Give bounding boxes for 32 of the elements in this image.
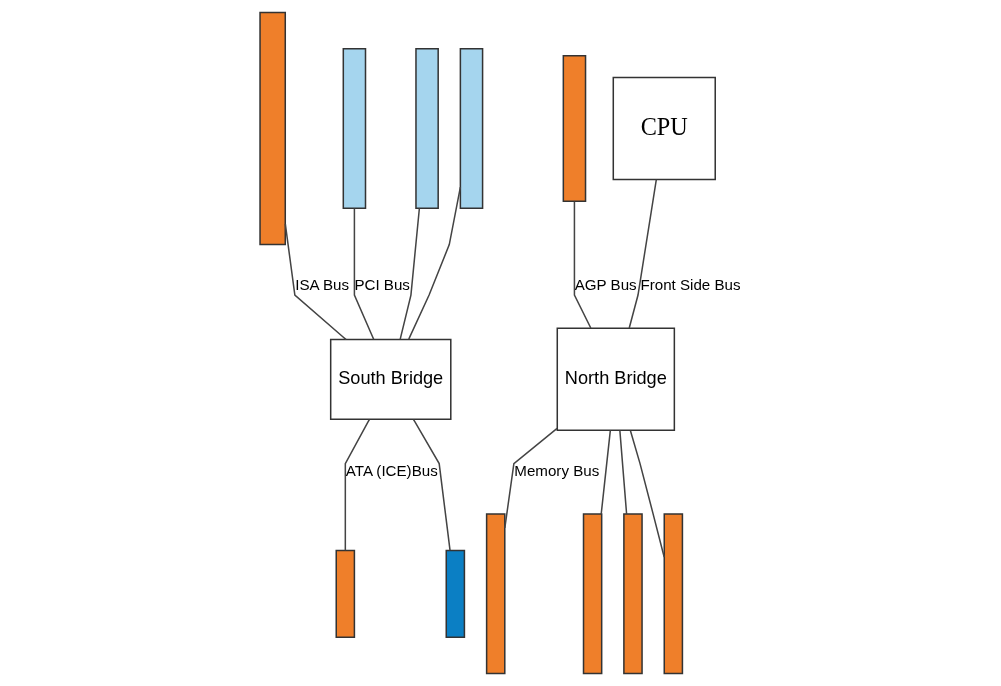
connector (600, 429, 612, 515)
edge-label: Memory Bus (514, 461, 600, 479)
edge-label: ISA Bus (295, 276, 350, 294)
connector (628, 178, 658, 329)
edge-label: PCI Bus (354, 276, 410, 294)
connector (573, 200, 592, 329)
edge-label: ATA (ICE)Bus (345, 461, 438, 479)
connector (408, 186, 462, 340)
node-bar (342, 48, 367, 209)
connector (619, 429, 628, 515)
edge-label: AGP Bus (574, 276, 637, 294)
node-bar (415, 48, 439, 209)
node-bar (623, 513, 643, 675)
node-bar (259, 11, 287, 246)
connector (504, 427, 558, 529)
node-bar (663, 513, 684, 675)
node-bar (445, 549, 466, 638)
connector (353, 207, 375, 340)
node-box: CPU (612, 76, 716, 181)
connector (399, 207, 421, 340)
connector (344, 418, 371, 551)
node-bar (582, 513, 603, 675)
node-box: South Bridge (329, 338, 452, 420)
connector (412, 418, 451, 551)
connector (629, 429, 665, 558)
node-bar (485, 513, 506, 675)
node-box: North Bridge (556, 327, 676, 432)
node-bar (562, 55, 587, 202)
connector (284, 223, 347, 341)
edge-label: Front Side Bus (640, 276, 741, 294)
node-bar (335, 549, 356, 638)
node-bar (459, 48, 484, 209)
